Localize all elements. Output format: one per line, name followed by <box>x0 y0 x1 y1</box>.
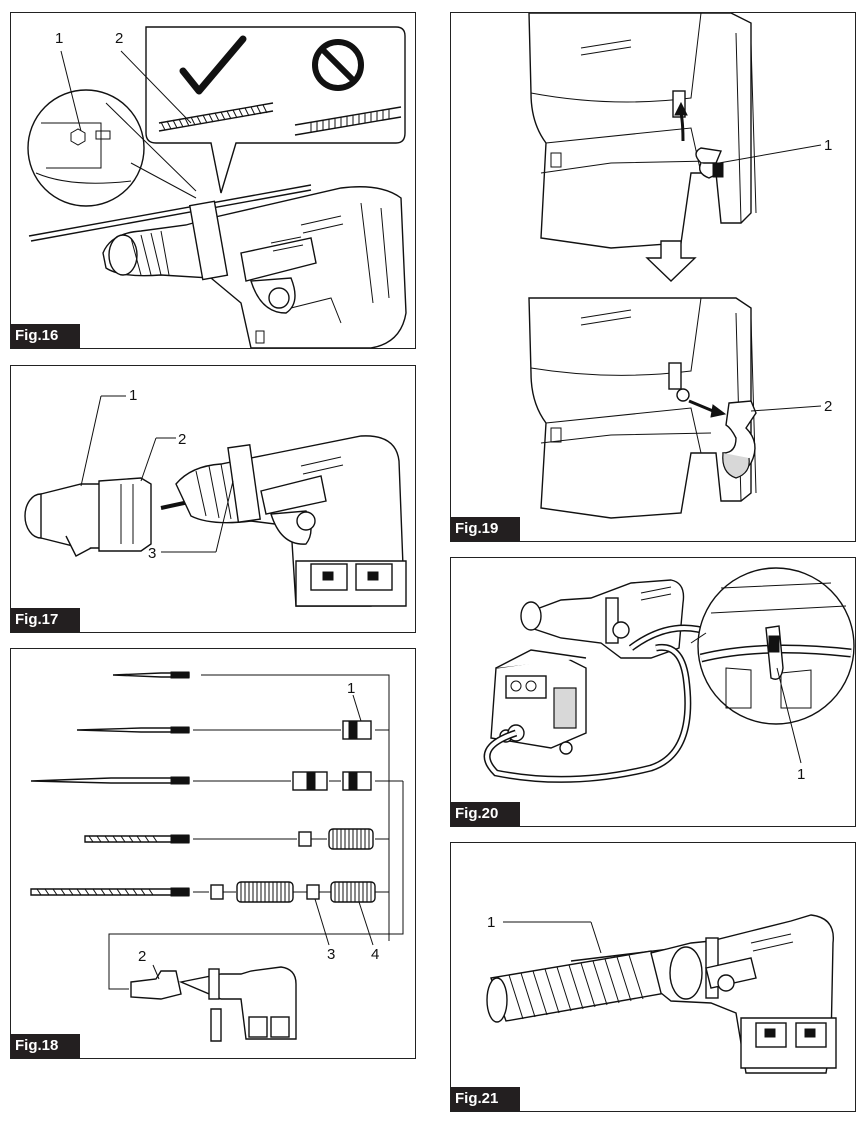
fig16-label: Fig.16 <box>11 324 81 348</box>
fig18-bit-3 <box>30 776 190 785</box>
fig20-illustration: 1 <box>483 567 855 783</box>
figure-16: 1 2 Fig.16 <box>10 12 416 349</box>
fig16-gauge-ok <box>158 102 274 132</box>
fig20-label: Fig.20 <box>451 802 521 826</box>
figure-21: 1 Fig.21 <box>450 842 856 1112</box>
figure-17: 1 2 3 Fig.17 <box>10 365 416 633</box>
fig16-callout-1: 1 <box>55 30 63 47</box>
fig19-illustration: 1 2 <box>528 13 832 519</box>
fig16-illustration: 1 2 <box>27 26 407 348</box>
fig17-label: Fig.17 <box>11 608 81 632</box>
fig18-joint <box>210 884 224 900</box>
fig21-bellows-hose <box>486 950 667 1023</box>
fig17-callout-1: 1 <box>129 387 137 404</box>
fig18-callout-3: 3 <box>327 946 335 963</box>
fig21-label: Fig.21 <box>451 1087 521 1111</box>
fig18-bit-2 <box>76 726 190 734</box>
fig16-rotary-hammer <box>102 186 407 348</box>
fig18-bit-5 <box>30 887 190 897</box>
fig18-joint <box>298 831 312 847</box>
fig16-magnifier <box>27 89 145 207</box>
fig18-bellows <box>330 881 376 903</box>
fig18-bellows <box>236 881 294 903</box>
checkmark-icon <box>179 35 247 95</box>
down-arrow-icon <box>645 240 697 282</box>
fig16-gauge-wrong <box>294 106 402 136</box>
fig16-callout-2: 2 <box>115 30 123 47</box>
fig21-callout-1: 1 <box>487 914 495 931</box>
fig18-bit-4 <box>84 834 190 844</box>
fig18-label: Fig.18 <box>11 1034 81 1058</box>
fig18-rotary-hammer <box>130 966 297 1042</box>
fig16-hex-nut <box>70 128 86 146</box>
fig17-callout-2: 2 <box>178 431 186 448</box>
fig19-label: Fig.19 <box>451 517 521 541</box>
fig20-magnifier <box>697 567 855 725</box>
fig17-illustration: 1 2 3 <box>24 387 407 607</box>
figure-20: 1 Fig.20 <box>450 557 856 827</box>
fig19-arrow-up-icon <box>674 101 688 116</box>
fig19-hose-holder-top <box>695 147 724 179</box>
fig17-callout-3: 3 <box>148 545 156 562</box>
fig17-rotary-hammer <box>175 435 407 607</box>
fig18-bit-1 <box>112 671 190 679</box>
figure-18: 1 2 3 4 Fig.18 <box>10 648 416 1059</box>
fig19-callout-2: 2 <box>824 398 832 415</box>
figure-19: 1 2 Fig.19 <box>450 12 856 542</box>
fig18-callout-4: 4 <box>371 946 379 963</box>
prohibited-icon <box>312 39 364 91</box>
fig21-rotary-hammer <box>650 914 837 1074</box>
fig19-hammer-top <box>528 13 757 249</box>
fig19-hose-holder-bottom <box>722 400 757 479</box>
fig19-arrow-right-icon <box>710 404 727 418</box>
fig20-callout-1: 1 <box>797 766 805 783</box>
fig18-callout-2: 2 <box>138 948 146 965</box>
fig17-dust-cup <box>24 477 152 557</box>
fig18-joint <box>306 884 320 900</box>
fig19-callout-1: 1 <box>824 137 832 154</box>
fig19-hammer-bottom <box>528 297 757 519</box>
fig18-illustration: 1 2 3 4 <box>30 671 404 1042</box>
fig18-callout-1: 1 <box>347 680 355 697</box>
fig18-bellows <box>328 828 374 850</box>
fig21-illustration: 1 <box>486 914 837 1074</box>
